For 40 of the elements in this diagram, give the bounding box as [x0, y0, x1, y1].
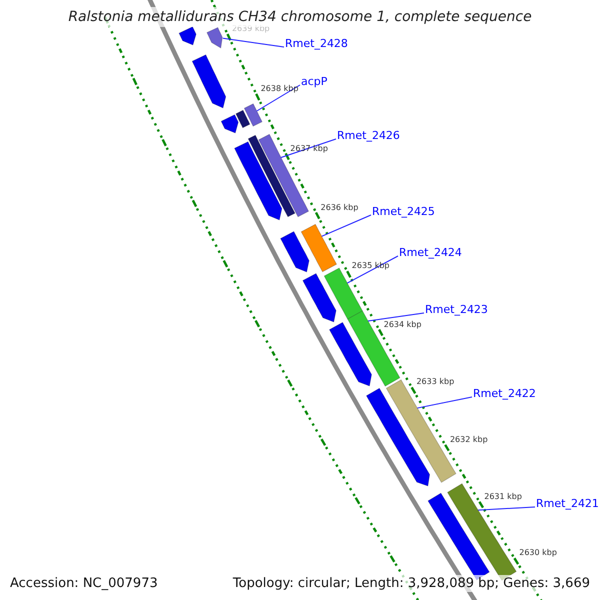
gene-feature [366, 388, 430, 486]
footer-text: Accession: NC_007973 [9, 575, 159, 592]
scale-label: 2632 kbp [450, 434, 488, 445]
gene-label: Rmet_2425 [372, 205, 435, 218]
leader-line [346, 256, 398, 284]
scale-label: 2631 kbp [484, 492, 522, 502]
gene-feature [258, 134, 309, 218]
scale-label: 2637 kbp [290, 144, 328, 154]
scale-label: 2630 kbp [519, 548, 557, 558]
gene-feature [244, 103, 262, 126]
scale-label: 2636 kbp [320, 202, 358, 213]
gene-feature [220, 114, 239, 134]
gene-feature [234, 141, 282, 220]
leader-line [368, 312, 424, 322]
gene-feature [300, 224, 337, 272]
gene-feature [280, 231, 310, 272]
footer-text: Topology: circular; Length: 3,928,089 bp; Genes: 3,669 [230, 575, 592, 592]
scale-label: 2634 kbp [384, 320, 422, 330]
gene-label: Rmet_2422 [473, 387, 536, 400]
gene-feature [236, 110, 250, 128]
leader-line [222, 38, 284, 48]
leader-line [280, 138, 336, 158]
leader-line [256, 84, 300, 112]
gene-label: acpP [301, 75, 328, 88]
gene-label: Rmet_2424 [399, 246, 462, 259]
gene-feature [302, 273, 336, 322]
gene-label: Rmet_2423 [425, 303, 488, 316]
gene-feature [192, 54, 226, 108]
gene-label: Rmet_2428 [285, 37, 348, 50]
gene-feature [206, 27, 223, 48]
gene-feature [178, 26, 196, 46]
leader-line [321, 214, 372, 237]
scale-label: 2633 kbp [416, 377, 454, 388]
scale-label: 2639 kbp [232, 24, 270, 34]
gene-feature [329, 322, 372, 386]
leader-line [478, 506, 536, 511]
gene-feature [324, 268, 363, 320]
leader-line [416, 396, 472, 409]
gene-label: Rmet_2421 [536, 497, 599, 510]
gene-label: Rmet_2426 [337, 129, 400, 142]
